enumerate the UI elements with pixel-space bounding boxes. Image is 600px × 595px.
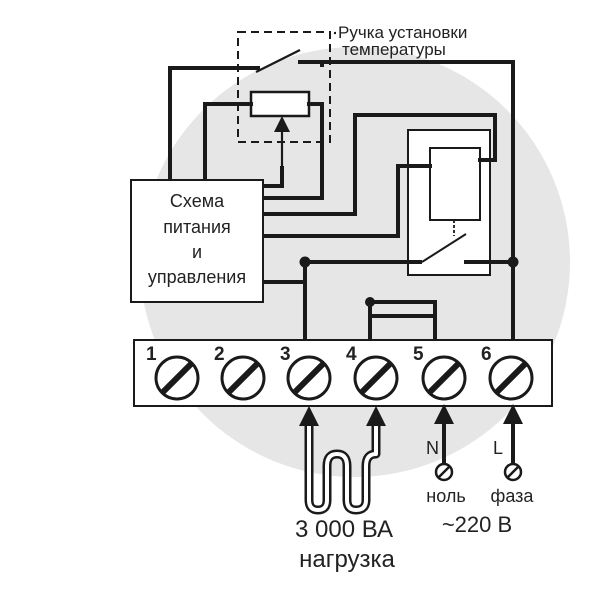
- control-box-line1: Схема: [170, 191, 225, 211]
- junction-dot: [299, 256, 311, 268]
- terminal-screw-icon: [488, 355, 534, 401]
- terminal-block: [133, 339, 553, 407]
- wires: [168, 60, 515, 342]
- junction-dot: [507, 256, 519, 268]
- knob-housing: [237, 31, 331, 143]
- control-box-line4: управления: [148, 267, 246, 287]
- control-box-line2: питания: [163, 217, 231, 237]
- neutral-letter: N: [426, 438, 439, 458]
- control-box: [130, 179, 264, 303]
- terminal-screw-icon: [220, 355, 266, 401]
- control-box-line3: и: [192, 242, 202, 262]
- potentiometer: [249, 90, 311, 118]
- knob-arrow: [274, 116, 290, 168]
- arrow-up-icon: [366, 406, 386, 426]
- junction-dot: [365, 297, 375, 307]
- terminal-number: 6: [481, 344, 492, 365]
- relay-coil: [429, 147, 481, 221]
- phase-letter: L: [493, 438, 503, 458]
- terminal-screws: [154, 355, 534, 401]
- voltage-label: ~220 В: [442, 512, 512, 537]
- neutral-lead: [434, 404, 454, 482]
- arrow-up-icon: [434, 404, 454, 424]
- phase-lead: [503, 404, 523, 482]
- terminal-number: 4: [346, 344, 357, 365]
- relay-contact: [421, 220, 467, 263]
- arrow-up-icon: [503, 404, 523, 424]
- terminal-screw-icon: [421, 355, 467, 401]
- terminal-number: 1: [146, 344, 157, 365]
- load-power: 3 000 ВА: [295, 516, 393, 543]
- knob-label-line1: Ручка установки: [338, 23, 467, 42]
- knob-switch: [255, 49, 301, 73]
- knob-label-line2: температуры: [342, 40, 446, 59]
- terminal-number: 3: [280, 344, 291, 365]
- terminal-screw-icon: [154, 355, 200, 401]
- heater-load: [304, 424, 381, 515]
- neutral-name: ноль: [426, 486, 465, 506]
- terminal-number: 5: [413, 344, 424, 365]
- terminal-screw-icon: [286, 355, 332, 401]
- arrow-up-icon: [299, 406, 319, 426]
- load-name: нагрузка: [299, 546, 395, 573]
- phase-name: фаза: [491, 486, 535, 506]
- terminal-screw-icon: [353, 355, 399, 401]
- terminal-number: 2: [214, 344, 225, 365]
